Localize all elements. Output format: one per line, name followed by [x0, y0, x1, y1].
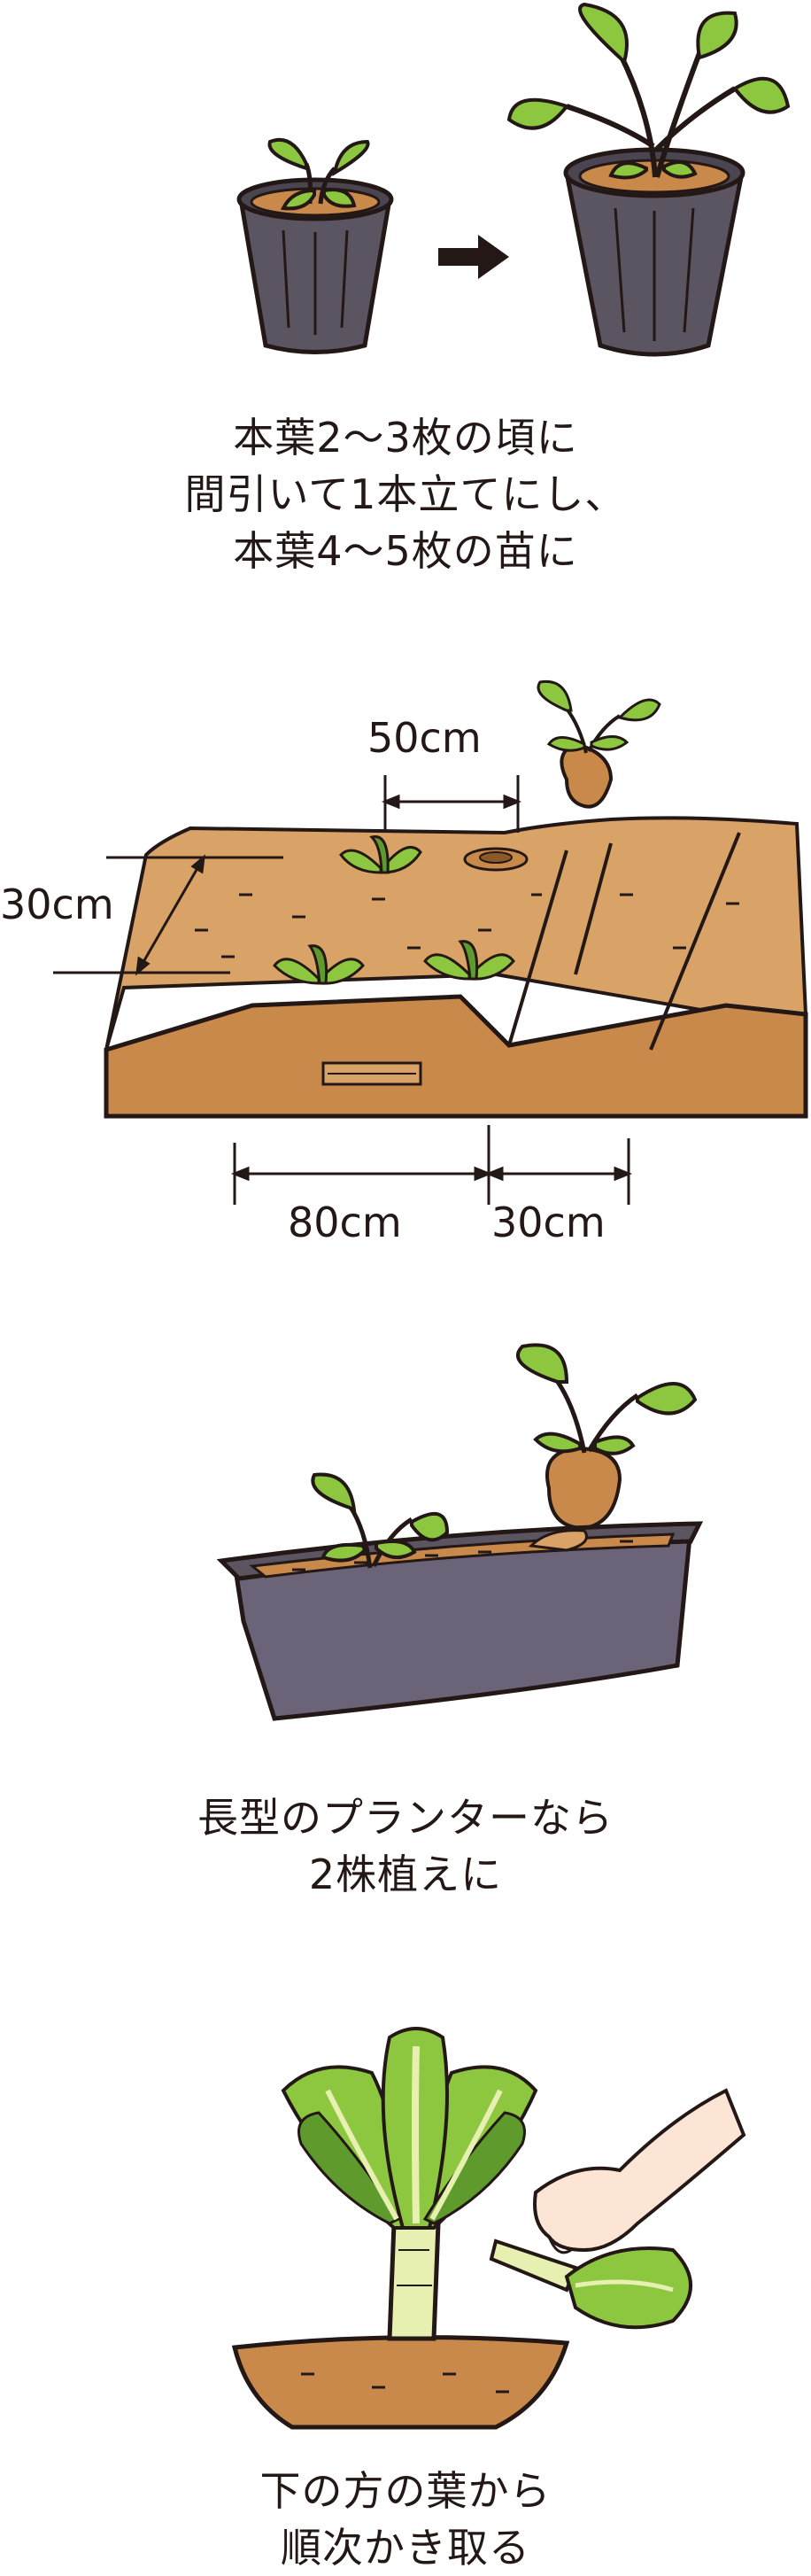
seedling-panel: 本葉2〜3枚の頃に 間引いて1本立てにし、 本葉4〜5枚の苗に: [0, 0, 811, 602]
arrow-right-icon: [438, 235, 509, 279]
planter-panel: 長型のプランターなら 2株植えに: [0, 1329, 811, 1931]
caption-line: 本葉4〜5枚の苗に: [233, 527, 578, 575]
harvest-illustration: [231, 2027, 746, 2430]
large-seedling: [506, 2, 791, 180]
ridge-width-label: 80cm: [288, 1199, 402, 1246]
planted-seedling: [273, 944, 365, 985]
dimension-lines: [53, 775, 633, 1205]
seedling-with-rootball: [537, 679, 661, 809]
seedling-caption: 本葉2〜3枚の頃に 間引いて1本立てにし、 本葉4〜5枚の苗に: [0, 409, 811, 579]
hand-picking-leaf: [489, 2088, 746, 2330]
field-illustration: [53, 679, 808, 1205]
planting-hole: [463, 847, 529, 872]
planter-caption: 長型のプランターなら 2株植えに: [0, 1789, 811, 1903]
planter-box: [216, 1521, 704, 1721]
harvest-panel: 下の方の葉から 順次かき取る: [0, 1984, 811, 2574]
caption-line: 本葉2〜3枚の頃に: [233, 414, 578, 462]
leaf-head: [281, 2027, 538, 2230]
furrow-width-label: 30cm: [491, 1199, 606, 1246]
seedling-with-rootball: [516, 1343, 698, 1531]
small-pot: [236, 177, 394, 354]
caption-line: 2株植えに: [308, 1851, 503, 1898]
plant-spacing-label: 50cm: [367, 714, 482, 762]
planter-illustration: [216, 1343, 704, 1721]
planted-seedling: [339, 835, 422, 874]
planted-seedling: [311, 1472, 450, 1569]
ridge: [104, 816, 808, 1119]
caption-line: 長型のプランターなら: [197, 1794, 614, 1842]
harvest-caption: 下の方の葉から 順次かき取る: [0, 2463, 811, 2576]
field-panel: 50cm 30cm 80cm 30cm: [0, 679, 811, 1276]
ground: [231, 2335, 570, 2430]
plant-stem: [387, 2216, 441, 2341]
planted-seedling: [423, 940, 515, 981]
caption-line: 順次かき取る: [281, 2524, 530, 2572]
caption-line: 間引いて1本立てにし、: [184, 470, 627, 518]
caption-line: 下の方の葉から: [259, 2467, 552, 2515]
seedling-illustration: [236, 2, 791, 357]
small-seedling: [267, 137, 370, 211]
large-pot: [563, 147, 745, 357]
row-spacing-label: 30cm: [0, 881, 114, 928]
